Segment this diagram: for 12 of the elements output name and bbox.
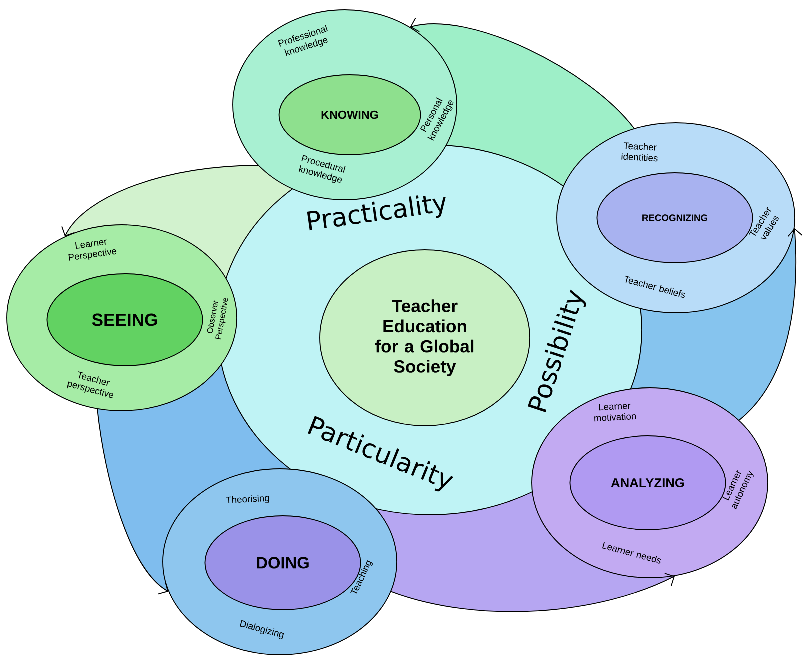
- ring-label: Theorising: [226, 495, 270, 504]
- ring-label: Teacher identities: [622, 142, 658, 162]
- arrow: [390, 573, 675, 612]
- ring-label: Learner needs: [602, 542, 662, 564]
- ring-label: Practicality: [307, 196, 446, 231]
- ring-label: Teacher beliefs: [625, 276, 686, 298]
- ring-label: Learner motivation: [594, 404, 636, 422]
- ring-label: Learner Perspective: [68, 240, 117, 261]
- arrow: [97, 408, 169, 595]
- arrow: [738, 228, 803, 421]
- ring-label: Observer Perspective: [207, 298, 228, 340]
- arrow: [62, 165, 259, 237]
